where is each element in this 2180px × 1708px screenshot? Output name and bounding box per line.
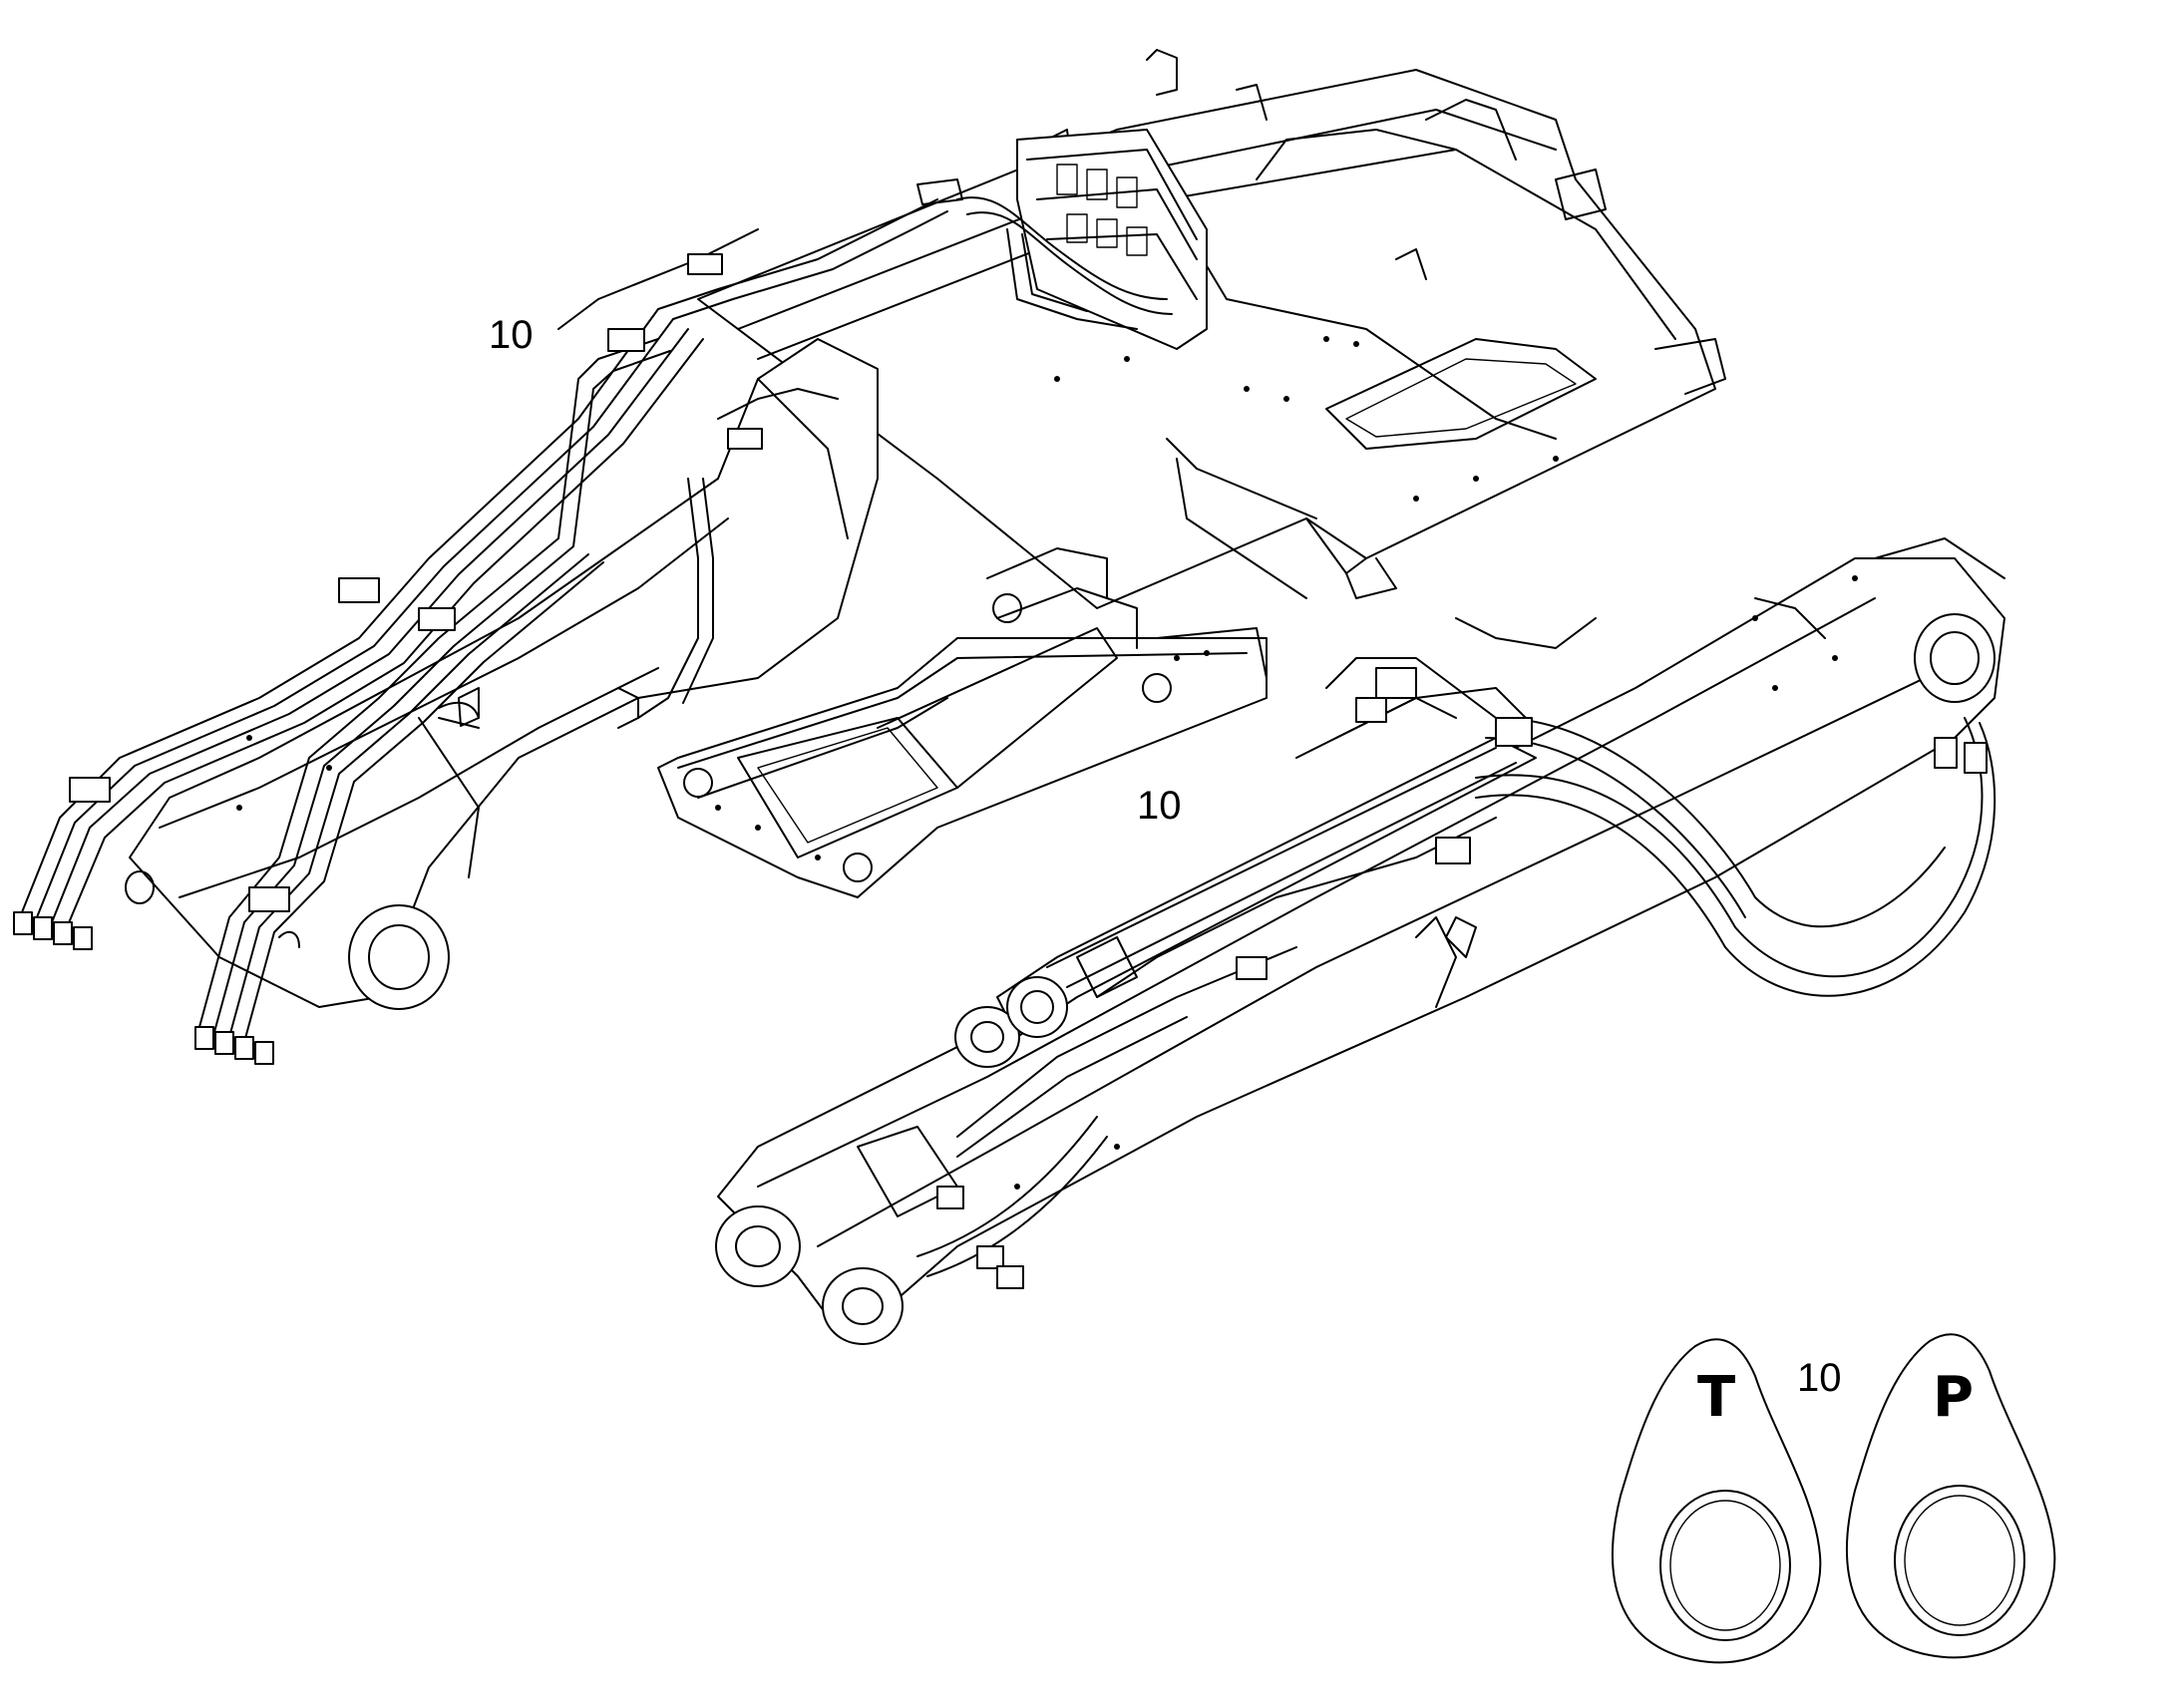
- tag-t-letter: T: [1697, 1365, 1735, 1430]
- callout-center: 10: [1137, 784, 1182, 828]
- frame-bolts: [1054, 326, 1559, 502]
- right-boom-fittings: [936, 667, 1988, 1289]
- callout-upper-left: 10: [489, 313, 534, 357]
- upper-frame-assembly: [697, 49, 1726, 609]
- callout-tags: 10: [1797, 1356, 1842, 1400]
- boom-cylinder: [954, 697, 1537, 1068]
- right-boom-assembly: [715, 537, 2005, 1345]
- tag-p: P: [1846, 1333, 2056, 1659]
- left-hose-fittings: [13, 911, 274, 1065]
- tag-p-letter: P: [1933, 1365, 1974, 1430]
- left-boom-assembly: [13, 198, 948, 1065]
- left-boom-clamps: [69, 253, 763, 912]
- tag-t: T: [1612, 1338, 1822, 1664]
- lower-center-frame: [657, 547, 1268, 898]
- control-valve-block: [916, 129, 1208, 350]
